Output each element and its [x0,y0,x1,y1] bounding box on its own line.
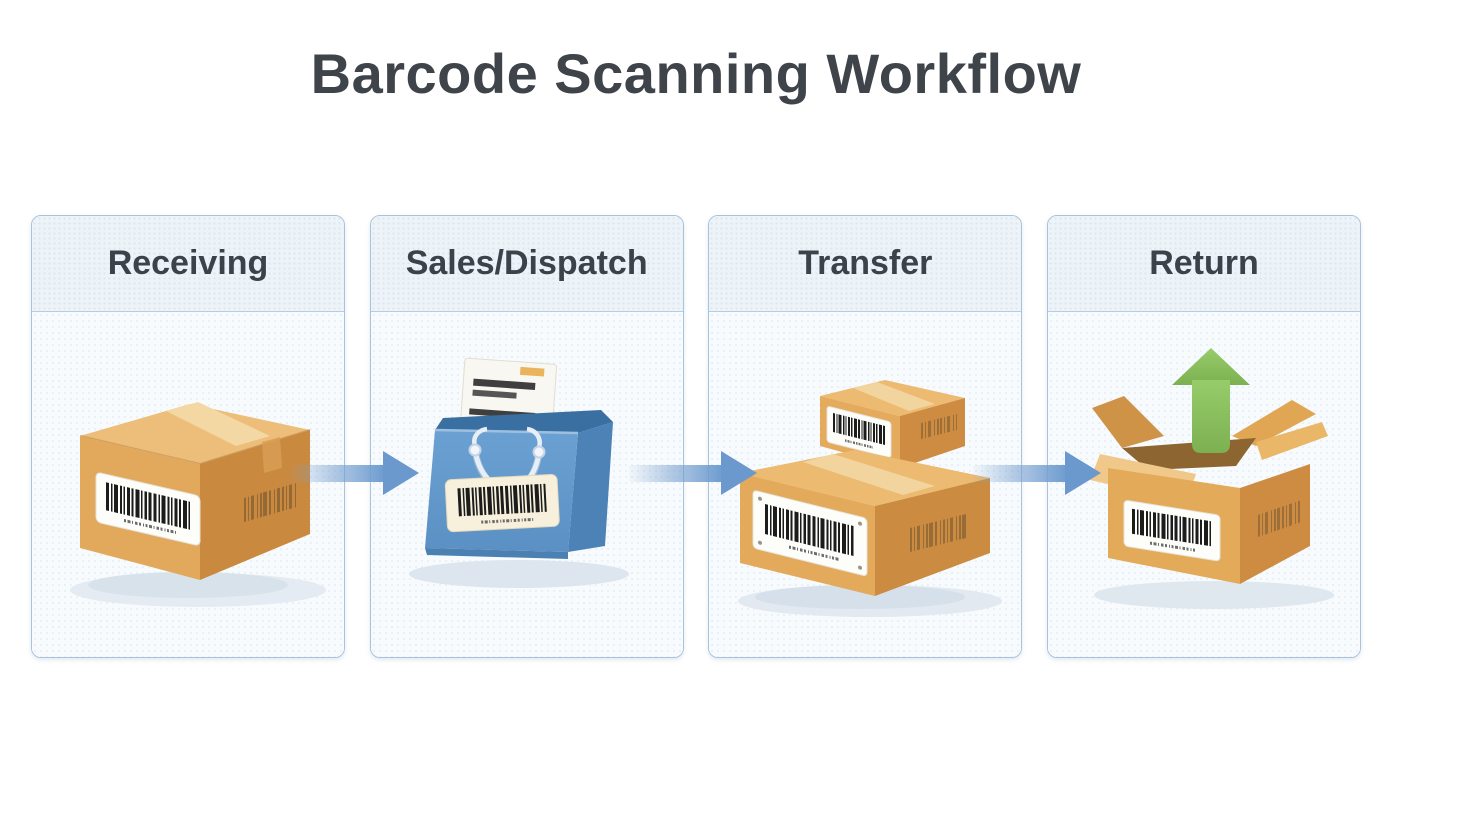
stacked-boxes-illustration [738,380,1003,618]
barcode-label [95,472,201,546]
up-arrow-icon [1171,348,1250,454]
panel-transfer: Transfer [708,215,1023,659]
side-barcode-marks [244,483,296,523]
arrow-head [383,451,419,496]
panel-header-return: Return [1047,216,1360,313]
arrow-head [721,451,757,496]
arrow-shaft [973,465,1067,483]
arrow-shaft [629,465,723,483]
arrow-shaft [291,465,385,483]
panel-header-transfer: Transfer [709,216,1022,313]
panel-header-sales-dispatch: Sales/Dispatch [370,216,683,313]
barcode-label [444,474,560,533]
flow-arrow-right-icon [291,451,419,496]
open-box-return-illustration [1089,348,1334,610]
barcode-label [1123,500,1221,562]
large-box [740,450,991,597]
panel-header-receiving: Receiving [32,216,344,313]
flow-arrow-right-icon [629,451,757,496]
barcode-label-small [826,406,892,459]
small-box [820,380,966,469]
panel-body-receiving [32,312,344,658]
panel-title-transfer: Transfer [798,244,933,283]
panel-sales-dispatch: Sales/Dispatch [369,215,684,659]
panel-title-sales-dispatch: Sales/Dispatch [405,244,648,283]
panel-title-receiving: Receiving [107,244,269,283]
shopping-bag-illustration [408,358,629,589]
panel-receiving: Receiving [31,215,345,659]
open-box [1091,396,1316,471]
workflow-panels: Receiving [31,215,1361,659]
arrow-head [1065,451,1101,496]
panel-title-return: Return [1149,244,1259,283]
page-title: Barcode Scanning Workflow [310,42,1082,105]
flow-arrow-right-icon [973,451,1101,496]
sealed-box-illustration [70,402,326,608]
panel-return: Return [1046,215,1361,659]
panel-body-transfer [709,312,1022,658]
barcode-label-large [752,490,868,577]
panel-body-sales-dispatch [370,312,683,658]
